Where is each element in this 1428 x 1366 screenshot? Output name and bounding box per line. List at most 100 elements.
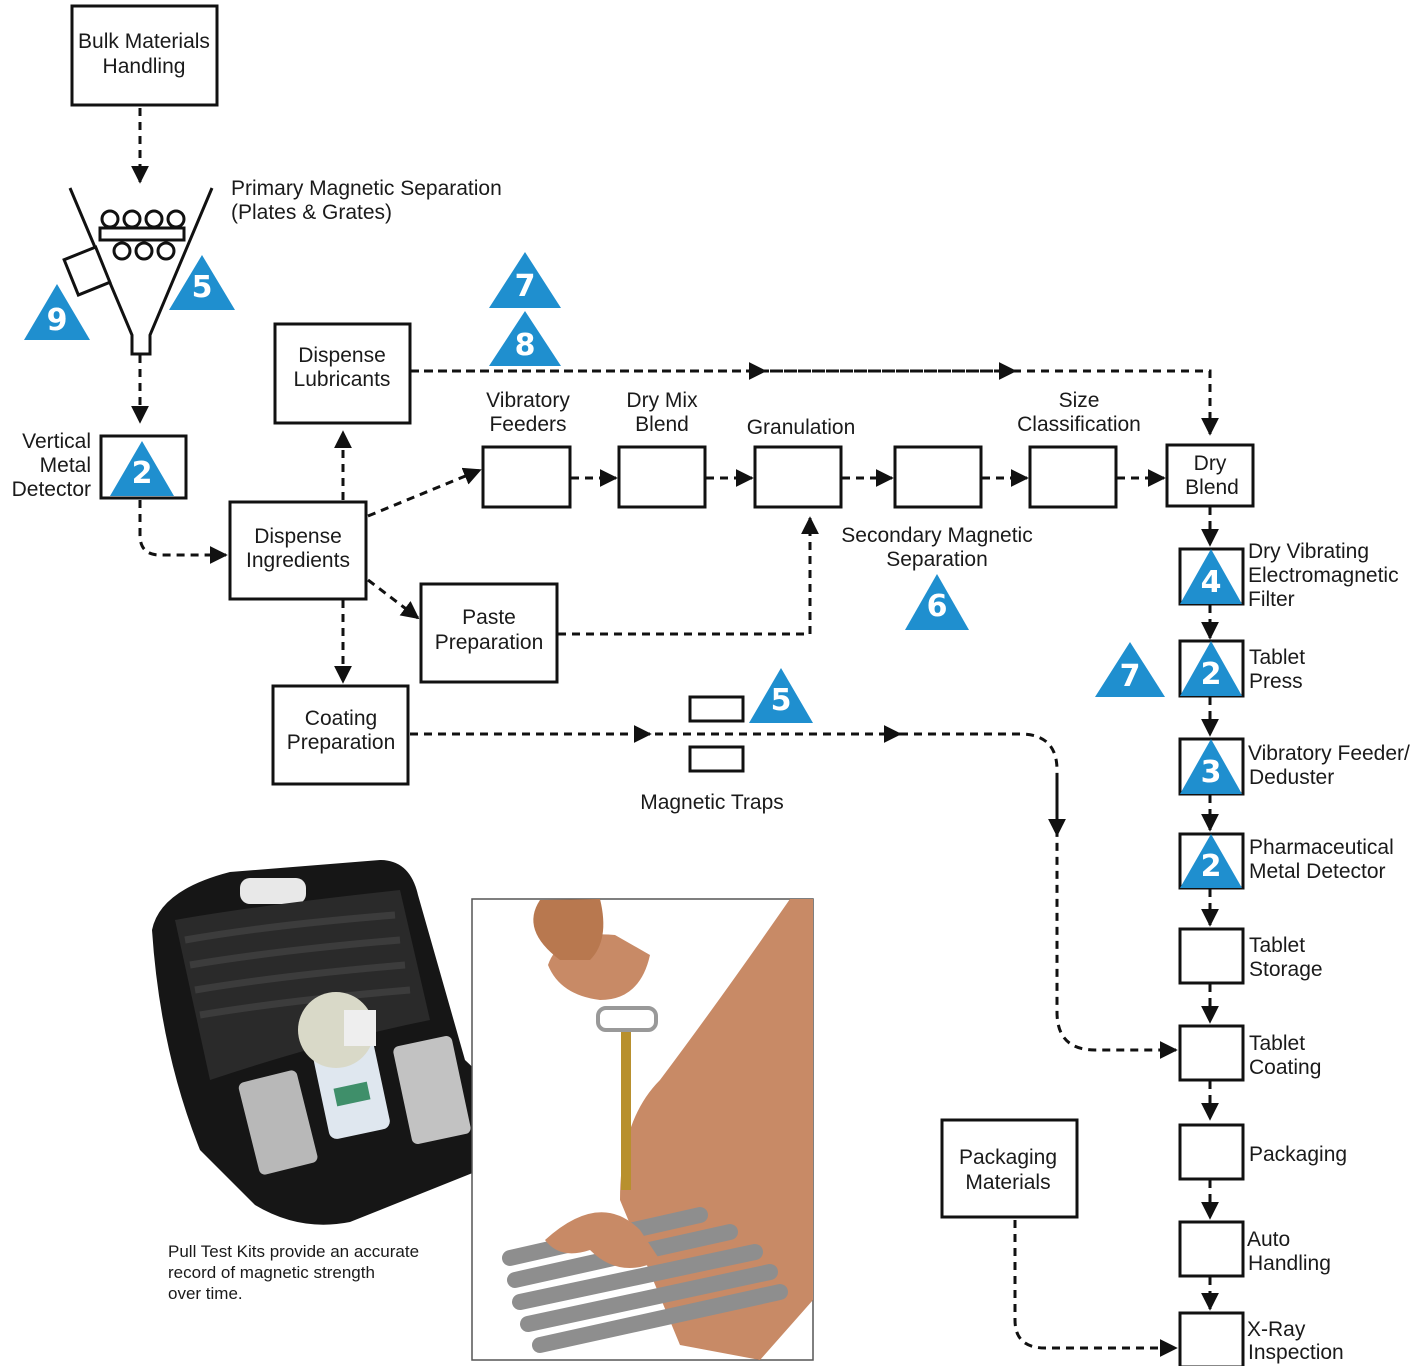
auto-handling-label: Auto xyxy=(1247,1228,1290,1251)
dry-vibrating-label: Dry Vibrating xyxy=(1248,540,1369,563)
svg-text:7: 7 xyxy=(515,269,536,304)
box-paste-preparation: Paste Preparation xyxy=(419,582,559,684)
pull-test-caption: Pull Test Kits provide an accurate xyxy=(168,1242,419,1261)
vibratory-feeders-label: Vibratory xyxy=(486,389,570,412)
box-dry-blend: Dry Blend xyxy=(1165,443,1255,508)
svg-text:Bulk Materials: Bulk Materials xyxy=(78,30,210,53)
svg-text:Filter: Filter xyxy=(1248,588,1295,611)
svg-text:7: 7 xyxy=(1120,659,1141,694)
badge-secondary-separation: 6 xyxy=(905,574,969,630)
svg-text:8: 8 xyxy=(515,328,536,363)
pull-test-kit-photo xyxy=(152,860,509,1225)
box-auto-handling xyxy=(1178,1220,1245,1278)
svg-text:record of magnetic strength: record of magnetic strength xyxy=(168,1263,375,1282)
tablet-press-label: Tablet xyxy=(1249,646,1305,669)
box-vibratory-feeders xyxy=(481,445,572,509)
flow-lines xyxy=(131,108,1219,1357)
svg-text:Lubricants: Lubricants xyxy=(294,368,391,391)
pharma-detector-label: Pharmaceutical xyxy=(1249,836,1394,859)
svg-text:2: 2 xyxy=(1201,657,1222,692)
svg-text:(Plates & Grates): (Plates & Grates) xyxy=(231,201,392,224)
labels: Primary Magnetic Separation (Plates & Gr… xyxy=(12,177,1410,1364)
svg-text:9: 9 xyxy=(47,303,68,338)
svg-text:5: 5 xyxy=(771,683,792,718)
svg-text:Packaging: Packaging xyxy=(959,1146,1057,1169)
process-row-boxes xyxy=(481,445,1118,509)
svg-text:Coating: Coating xyxy=(305,707,377,730)
box-coating-preparation: Coating Preparation xyxy=(271,684,410,786)
box-tablet-coating xyxy=(1178,1024,1245,1082)
svg-text:Dispense: Dispense xyxy=(254,525,342,548)
svg-text:over time.: over time. xyxy=(168,1284,243,1303)
svg-text:6: 6 xyxy=(927,589,948,624)
magnet-grate-photo xyxy=(471,898,814,1361)
svg-text:2: 2 xyxy=(132,456,153,491)
svg-text:Electromagnetic: Electromagnetic xyxy=(1248,564,1399,587)
box-dispense-ingredients: Dispense Ingredients xyxy=(228,500,368,601)
svg-text:Ingredients: Ingredients xyxy=(246,549,350,572)
badge-funnel-left: 9 xyxy=(24,284,90,340)
svg-text:Classification: Classification xyxy=(1017,413,1141,436)
xray-label: X-Ray xyxy=(1247,1318,1306,1341)
box-dispense-lubricants: Dispense Lubricants xyxy=(273,322,412,425)
svg-text:Inspection: Inspection xyxy=(1248,1341,1344,1364)
primary-separation-label: Primary Magnetic Separation xyxy=(231,177,502,200)
badge-vertical-detector: 2 xyxy=(110,441,174,496)
svg-text:Deduster: Deduster xyxy=(1249,766,1334,789)
svg-text:Feeders: Feeders xyxy=(489,413,566,436)
svg-text:Storage: Storage xyxy=(1249,958,1323,981)
svg-text:Preparation: Preparation xyxy=(435,631,544,654)
badge-deduster: 3 xyxy=(1180,739,1242,794)
svg-text:Blend: Blend xyxy=(1185,476,1239,499)
magnetic-trap-icon xyxy=(688,695,745,773)
badge-funnel-right: 5 xyxy=(169,255,235,310)
box-size-classification xyxy=(1028,445,1118,509)
vibratory-deduster-label: Vibratory Feeder/ xyxy=(1248,742,1410,765)
tablet-storage-label: Tablet xyxy=(1249,934,1305,957)
svg-text:Preparation: Preparation xyxy=(287,731,396,754)
svg-text:Metal Detector: Metal Detector xyxy=(1249,860,1386,883)
svg-text:Blend: Blend xyxy=(635,413,689,436)
tablet-coating-label: Tablet xyxy=(1249,1032,1305,1055)
svg-text:Coating: Coating xyxy=(1249,1056,1321,1079)
badge-magnetic-traps: 5 xyxy=(749,668,813,723)
box-packaging xyxy=(1178,1123,1245,1181)
svg-text:Handling: Handling xyxy=(1248,1252,1331,1275)
box-secondary-separation xyxy=(893,445,983,509)
magnetic-traps-label: Magnetic Traps xyxy=(640,791,784,814)
size-classification-label: Size xyxy=(1059,389,1100,412)
packaging-label: Packaging xyxy=(1249,1143,1347,1166)
svg-text:Dry: Dry xyxy=(1194,452,1227,475)
granulation-label: Granulation xyxy=(747,416,856,439)
box-packaging-materials: Packaging Materials xyxy=(940,1118,1079,1219)
svg-text:Dispense: Dispense xyxy=(298,344,386,367)
box-bulk-materials: Bulk Materials Handling xyxy=(70,4,219,107)
box-granulation xyxy=(753,445,843,509)
badge-lubricants-8: 8 xyxy=(489,311,561,366)
badge-tablet-press-left: 7 xyxy=(1095,642,1165,697)
svg-text:5: 5 xyxy=(192,270,213,305)
svg-text:4: 4 xyxy=(1201,565,1222,600)
svg-text:Press: Press xyxy=(1249,670,1303,693)
box-dry-mix-blend xyxy=(617,445,707,509)
box-tablet-storage xyxy=(1178,927,1245,985)
funnel-magnet-icon xyxy=(62,187,214,356)
svg-text:Detector: Detector xyxy=(12,478,91,501)
badge-tablet-press: 2 xyxy=(1180,641,1242,696)
svg-text:Materials: Materials xyxy=(965,1171,1050,1194)
svg-text:Separation: Separation xyxy=(886,548,988,571)
box-xray xyxy=(1178,1311,1245,1366)
vertical-detector-label: Vertical xyxy=(22,430,91,453)
badge-lubricants-7: 7 xyxy=(489,252,561,308)
secondary-separation-label: Secondary Magnetic xyxy=(841,524,1032,547)
badge-dry-vibrating: 4 xyxy=(1180,549,1242,604)
badges: 5 9 7 8 2 6 5 4 xyxy=(24,252,1242,888)
svg-text:2: 2 xyxy=(1201,849,1222,884)
dry-mix-blend-label: Dry Mix xyxy=(626,389,698,412)
svg-text:Handling: Handling xyxy=(103,55,186,78)
badge-pharma-detector: 2 xyxy=(1180,834,1242,888)
svg-text:Paste: Paste xyxy=(462,606,516,629)
svg-text:3: 3 xyxy=(1201,755,1222,790)
svg-text:Metal: Metal xyxy=(40,454,91,477)
